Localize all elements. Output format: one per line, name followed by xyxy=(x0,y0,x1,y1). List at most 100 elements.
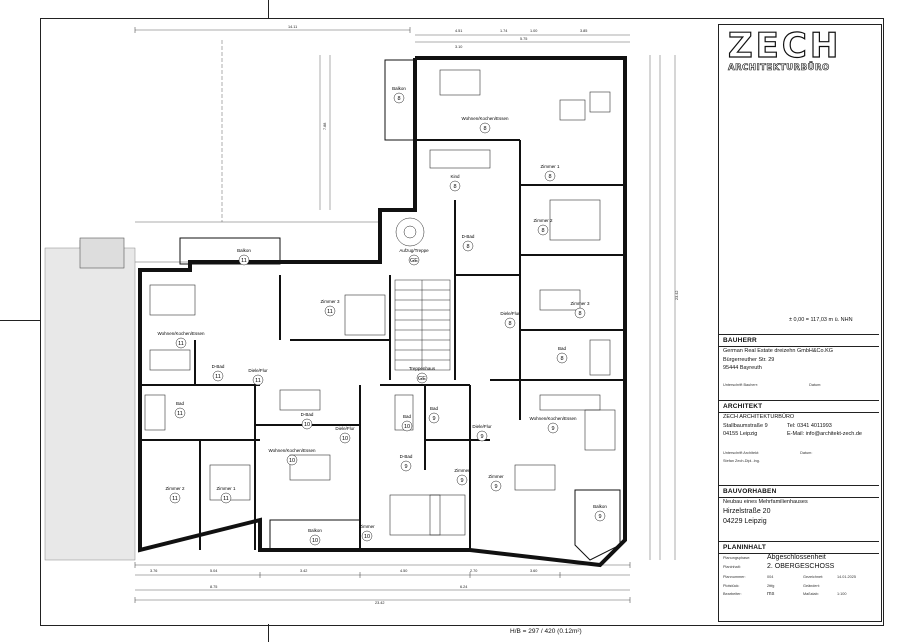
room-number-circle xyxy=(408,254,420,266)
dim-top-7: 3.10 xyxy=(455,45,462,49)
room-number-circle xyxy=(339,432,351,444)
room-name-zimmer-9a: Zimmer xyxy=(454,468,470,473)
room-number-circle xyxy=(462,240,474,252)
architekt-city: 04155 Leipzig xyxy=(723,431,758,438)
room-number-circle xyxy=(428,412,440,424)
room-number-circle xyxy=(456,474,468,486)
neighbour-annex xyxy=(79,237,125,269)
room-number-circle xyxy=(174,407,186,419)
bauherr-header: BAUHERR xyxy=(719,335,879,347)
room-name-diele-9: Diele/Flur xyxy=(472,424,492,429)
room-number-wohn-11: 11 xyxy=(178,341,184,347)
room-name-bad-10: Bad xyxy=(403,414,412,419)
logo-main: ZECH xyxy=(727,26,842,66)
dim-top-1: 4.51 xyxy=(455,29,462,33)
meta-label-0: Plannummer: xyxy=(723,575,746,580)
room-name-bad-8: Bad xyxy=(558,346,567,351)
room-number-circle xyxy=(238,254,250,266)
room-number-balkon-11: 11 xyxy=(241,258,247,264)
room-name-balkon-top: Balkon xyxy=(392,86,406,91)
dim-bottom-5: 3.60 xyxy=(530,569,537,573)
plan-content-value: 2. OBERGESCHOSS xyxy=(767,562,835,570)
meta-value-2: ms xyxy=(767,591,775,598)
meta-value-1: 2ttfg xyxy=(767,583,775,588)
room-name-bad-11: Bad xyxy=(176,401,185,406)
dimension-ticks xyxy=(134,27,631,603)
logo-sub: ARCHITEKTURBÜRO xyxy=(728,63,830,74)
dim-top-3: 1.00 xyxy=(530,29,537,33)
architekt-header: ARCHITEKT xyxy=(719,401,879,413)
room-name-balkon-11: Balkon xyxy=(237,248,251,253)
room-number-bad-9: 9 xyxy=(432,416,435,422)
room-number-circle xyxy=(324,305,336,317)
room-name-balkon-10: Balkon xyxy=(308,528,322,533)
room-number-bad-10: 10 xyxy=(404,424,410,430)
room-number-kind-8: 8 xyxy=(453,184,456,190)
room-number-circle xyxy=(416,372,428,384)
level-note: ± 0,00 = 117,03 m ü. NHN xyxy=(789,317,853,323)
room-name-diele-10: Diele/Flur xyxy=(335,426,355,431)
room-number-circle xyxy=(490,480,502,492)
room-name-dbad-11: D-Bad xyxy=(212,364,225,369)
dim-bottom-0: 3.76 xyxy=(150,569,157,573)
room-name-kind-8: Kind xyxy=(450,174,460,179)
meta-label2-2: Maßstab: xyxy=(803,592,819,597)
fold-mark xyxy=(268,624,269,642)
room-name-dbad-10: D-Bad xyxy=(301,412,314,417)
bauvorhaben-street: Hirzelstraße 20 xyxy=(723,507,771,515)
phase-label: Planungsphase: xyxy=(723,556,751,560)
room-number-circle xyxy=(504,317,516,329)
meta-label-2: Bearbeiter: xyxy=(723,592,742,597)
dim-bottom-3: 4.50 xyxy=(400,569,407,573)
room-number-circle xyxy=(286,454,298,466)
fold-mark xyxy=(0,320,40,321)
room-number-bad-11: 11 xyxy=(177,411,183,417)
room-name-treppenhaus: Treppenhaus xyxy=(409,366,436,371)
architekt-tel: Tel: 0341 4011993 xyxy=(787,422,832,429)
room-number-circle xyxy=(175,337,187,349)
room-number-circle xyxy=(537,224,549,236)
room-name-wohn-9: Wohnen/Kochen/Essen xyxy=(530,416,577,421)
meta-value2-2: 1:100 xyxy=(837,592,847,597)
dim-bottom-1: 5.04 xyxy=(210,569,217,573)
room-number-circle xyxy=(301,418,313,430)
architekt-section: ARCHITEKT ZECH ARCHITEKTURBÜRO Stallbaum… xyxy=(719,400,879,501)
balconies xyxy=(179,59,621,561)
room-name-zimmer3-8: Zimmer 3 xyxy=(571,301,590,306)
room-name-zimmer2-11: Zimmer 2 xyxy=(166,486,185,491)
room-number-diele-9: 9 xyxy=(480,434,483,440)
architekt-name: ZECH ARCHITEKTURBÜRO xyxy=(723,414,795,420)
room-number-circle xyxy=(361,530,373,542)
room-name-diele-11: Diele/Flur xyxy=(248,368,268,373)
bauherr-sign-label: Unterschrift Bauherr: xyxy=(723,382,759,387)
room-number-dbad-11: 11 xyxy=(215,374,221,380)
room-number-circle xyxy=(400,460,412,472)
room-number-circle xyxy=(544,170,556,182)
room-number-circle xyxy=(393,92,405,104)
architekt-street: Stallbaumstraße 9 xyxy=(723,422,768,429)
room-number-diele-8: 8 xyxy=(508,321,511,327)
bauvorhaben-city: 04229 Leipzig xyxy=(723,517,767,525)
meta-label2-0: Gezeichnet: xyxy=(803,575,824,580)
room-number-dbad-10: 10 xyxy=(304,422,310,428)
bauherr-company: German Real Estate dreizehn GmbH&Co.KG xyxy=(723,348,834,354)
room-name-zimmer3-11: Zimmer 3 xyxy=(321,299,340,304)
room-number-zimmer1-8: 8 xyxy=(548,174,551,180)
room-number-wohn-10: 10 xyxy=(289,458,295,464)
room-number-circle xyxy=(309,534,321,546)
room-number-circle xyxy=(594,510,606,522)
room-name-bad-9: Bad xyxy=(430,406,439,411)
room-name-zimmer2-8: Zimmer 2 xyxy=(534,218,553,223)
plan-content-label: Planinhalt: xyxy=(723,564,741,569)
staircase xyxy=(394,217,451,371)
room-number-dbad-9: 9 xyxy=(404,464,407,470)
room-number-circle xyxy=(449,180,461,192)
room-number-circle xyxy=(479,122,491,134)
meta-value-0: 004 xyxy=(767,575,774,580)
dim-bottom-9: 6.24 xyxy=(460,585,467,589)
room-number-zimmer1-11: 11 xyxy=(223,496,229,502)
room-number-zimmer-10: 10 xyxy=(364,534,370,540)
room-number-circle xyxy=(401,420,413,432)
neighbour-building xyxy=(44,247,136,561)
